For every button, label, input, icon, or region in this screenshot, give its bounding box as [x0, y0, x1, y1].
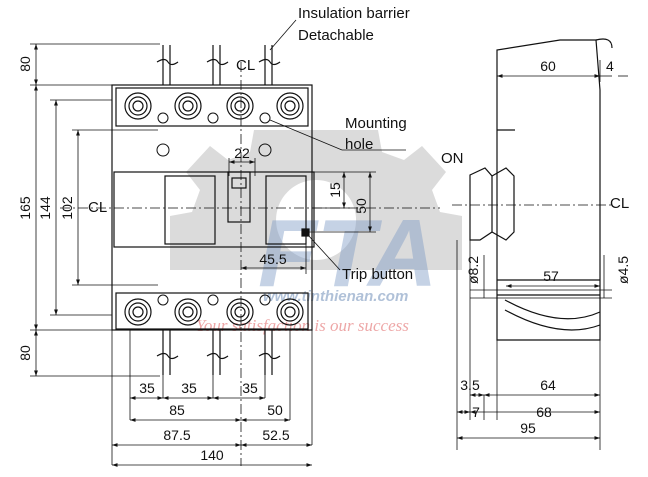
- screw-icon: [207, 112, 219, 124]
- front-dimension-lines: [30, 19, 406, 467]
- dim-144: 144: [37, 196, 53, 220]
- dim-45-5: 45.5: [259, 251, 286, 267]
- labels: Insulation barrier Detachable Mounting h…: [88, 5, 629, 283]
- dim-57: 57: [543, 268, 559, 284]
- trip-button-label: Trip button: [342, 266, 413, 283]
- terminal-ring-icon: [132, 306, 144, 318]
- hole-label: hole: [345, 136, 373, 153]
- dim-87-5: 87.5: [163, 427, 190, 443]
- mounting-hole-icon: [259, 112, 271, 124]
- dim-68: 68: [536, 404, 552, 420]
- insulation-barrier-label: Insulation barrier: [298, 5, 410, 22]
- screw-icon: [156, 143, 170, 157]
- terminal-ring-icon: [174, 298, 202, 326]
- watermark-gear-icon: [170, 130, 462, 270]
- bottom-terminal-block: [115, 292, 309, 330]
- dim-15: 15: [327, 182, 343, 198]
- front-dimension-values: 80 165 80 144 102 22 15 50 45.5 35 35 35…: [17, 56, 369, 463]
- terminal-ring-icon: [132, 100, 144, 112]
- dim-60: 60: [540, 58, 556, 74]
- centerline-top-label: CL: [236, 57, 255, 74]
- terminal-ring-icon: [234, 306, 246, 318]
- breaker-body: [111, 84, 313, 331]
- terminal-ring-icon: [284, 306, 296, 318]
- screw-icon: [157, 112, 169, 124]
- terminal-ring-icon: [280, 96, 300, 116]
- dim-22: 22: [234, 145, 250, 161]
- terminal-ring-icon: [230, 302, 250, 322]
- dim-102: 102: [59, 196, 75, 220]
- trip-button-icon: [301, 228, 310, 237]
- center-lines: [60, 62, 612, 466]
- dim-bottom-80: 80: [17, 345, 33, 361]
- screw-icon: [259, 294, 271, 306]
- dim-35-b: 35: [181, 380, 197, 396]
- terminal-ring-icon: [276, 298, 304, 326]
- terminal-ring-icon: [280, 302, 300, 322]
- terminal-ring-icon: [234, 100, 246, 112]
- dim-165: 165: [17, 196, 33, 220]
- terminal-ring-icon: [174, 92, 202, 120]
- insulation-barriers: [156, 45, 281, 375]
- watermark-logo: FTA: [258, 200, 437, 307]
- side-dimension-values: 60 4 ø8.2 57 ø4.5 3.5 64 7 68 95: [460, 58, 631, 436]
- dim-140: 140: [200, 447, 224, 463]
- terminal-ring-icon: [128, 96, 148, 116]
- screw-icon: [157, 294, 169, 306]
- centerline-left-label: CL: [88, 199, 107, 216]
- side-view: [469, 38, 613, 341]
- terminals: [124, 92, 304, 326]
- dim-top-80: 80: [17, 56, 33, 72]
- terminal-ring-icon: [230, 96, 250, 116]
- terminal-ring-icon: [226, 92, 254, 120]
- dim-35-c: 35: [242, 380, 258, 396]
- dim-7: 7: [472, 404, 480, 420]
- terminal-ring-icon: [124, 92, 152, 120]
- dim-4: 4: [606, 58, 614, 74]
- dim-64: 64: [540, 377, 556, 393]
- terminal-ring-icon: [124, 298, 152, 326]
- handle-window: [164, 175, 216, 245]
- terminal-ring-icon: [226, 298, 254, 326]
- handle-cap: [231, 177, 247, 189]
- mounting-label: Mounting: [345, 115, 407, 132]
- terminal-ring-icon: [128, 302, 148, 322]
- top-terminal-block: [115, 87, 309, 127]
- dim-dia-4-5: ø4.5: [615, 256, 631, 284]
- screw-icon: [207, 294, 219, 306]
- handle: [227, 171, 251, 223]
- on-label: ON: [441, 150, 464, 167]
- dim-dia-8-2: ø8.2: [465, 256, 481, 284]
- terminal-ring-icon: [182, 100, 194, 112]
- dim-52-5: 52.5: [262, 427, 289, 443]
- cover-panel: [113, 171, 315, 248]
- label-window: [265, 175, 307, 245]
- handle-side: [469, 167, 493, 241]
- watermark-slogan: Your satisfaction is our success: [196, 316, 409, 335]
- dim-35-a: 35: [139, 380, 155, 396]
- terminal-ring-icon: [182, 306, 194, 318]
- terminal-ring-icon: [276, 92, 304, 120]
- centerline-right-label: CL: [610, 195, 629, 212]
- dim-85: 85: [169, 402, 185, 418]
- front-view: [111, 84, 315, 331]
- detachable-label: Detachable: [298, 27, 374, 44]
- side-dimension-lines: [456, 50, 628, 450]
- screw-icon: [258, 143, 272, 157]
- terminal-ring-icon: [284, 100, 296, 112]
- watermark-url: www.tinthienan.com: [263, 288, 408, 305]
- dim-3-5: 3.5: [460, 377, 480, 393]
- dim-95: 95: [520, 420, 536, 436]
- dim-50: 50: [267, 402, 283, 418]
- terminal-ring-icon: [178, 302, 198, 322]
- dim-50-vertical: 50: [353, 198, 369, 214]
- terminal-ring-icon: [178, 96, 198, 116]
